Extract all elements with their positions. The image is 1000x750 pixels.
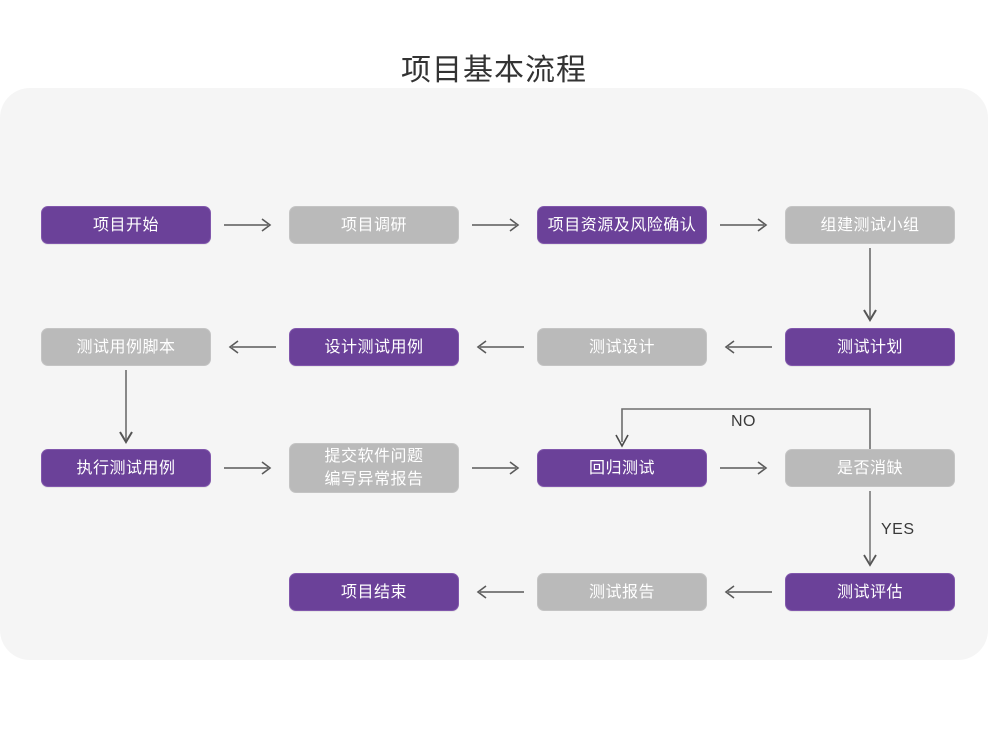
arrow-down-team-to-plan [863,248,877,322]
arrow-left-5 [724,585,772,599]
arrow-right-6 [720,461,768,475]
arrow-left-1 [228,340,276,354]
node-test-case-script[interactable]: 测试用例脚本 [41,328,211,366]
arrow-down-script-to-execute [119,370,133,444]
node-submit-issue-report[interactable]: 提交软件问题 编写异常报告 [289,443,459,493]
node-project-start[interactable]: 项目开始 [41,206,211,244]
arrow-left-2 [476,340,524,354]
node-execute-test-case[interactable]: 执行测试用例 [41,449,211,487]
edge-label-yes: YES [881,521,915,538]
arrow-right-2 [472,218,520,232]
node-test-report[interactable]: 测试报告 [537,573,707,611]
node-resource-risk-confirm[interactable]: 项目资源及风险确认 [537,206,707,244]
arrow-down-yes [863,491,877,567]
node-regression-test[interactable]: 回归测试 [537,449,707,487]
page-title: 项目基本流程 [401,54,587,87]
arrow-left-3 [724,340,772,354]
loop-no-path [615,408,871,449]
node-project-research[interactable]: 项目调研 [289,206,459,244]
arrow-right-4 [224,461,272,475]
node-test-evaluation[interactable]: 测试评估 [785,573,955,611]
node-design-test-case[interactable]: 设计测试用例 [289,328,459,366]
arrow-right-1 [224,218,272,232]
diagram-card [0,88,988,660]
arrow-right-3 [720,218,768,232]
node-is-defect-fixed[interactable]: 是否消缺 [785,449,955,487]
node-build-test-team[interactable]: 组建测试小组 [785,206,955,244]
edge-label-no: NO [731,413,756,430]
node-test-plan[interactable]: 测试计划 [785,328,955,366]
node-test-design[interactable]: 测试设计 [537,328,707,366]
node-project-end[interactable]: 项目结束 [289,573,459,611]
arrow-left-4 [476,585,524,599]
arrow-right-5 [472,461,520,475]
